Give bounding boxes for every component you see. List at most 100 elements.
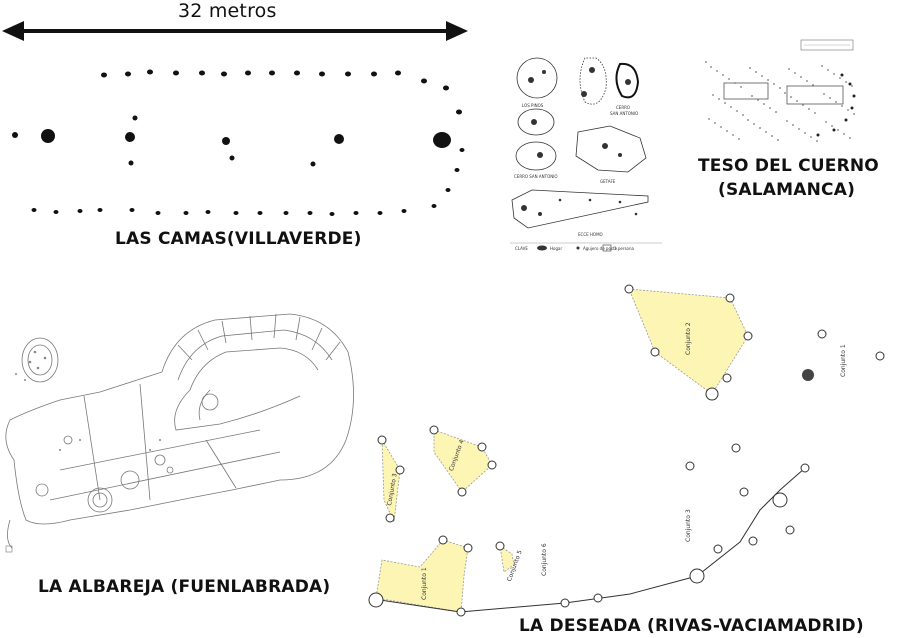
svg-text:Hogar: Hogar bbox=[550, 246, 562, 251]
post-hole bbox=[840, 73, 844, 77]
stone bbox=[825, 121, 827, 123]
post-hole bbox=[457, 487, 467, 497]
stone bbox=[763, 103, 765, 105]
stone bbox=[710, 66, 712, 68]
conjunto-4-area bbox=[433, 429, 493, 493]
stone bbox=[714, 122, 716, 124]
stone bbox=[816, 140, 818, 142]
post-hole bbox=[377, 211, 383, 215]
post-hole bbox=[129, 208, 135, 212]
stone bbox=[777, 139, 779, 141]
post-hole bbox=[12, 132, 18, 138]
stone bbox=[788, 68, 790, 70]
post-hole bbox=[844, 118, 848, 122]
stone bbox=[720, 126, 722, 128]
hearth bbox=[802, 369, 814, 381]
ecce-homo-plan: ECCE HOMO bbox=[511, 189, 649, 237]
stone bbox=[831, 125, 833, 127]
post-hole bbox=[593, 593, 603, 603]
post-hole bbox=[705, 387, 719, 401]
stone bbox=[724, 102, 726, 104]
post-hole bbox=[685, 461, 695, 471]
post-hole bbox=[125, 132, 135, 142]
stone bbox=[751, 95, 753, 97]
stone bbox=[843, 133, 845, 135]
svg-text:LOS PINOS: LOS PINOS bbox=[522, 103, 544, 108]
stone bbox=[849, 137, 851, 139]
post-hole bbox=[816, 133, 820, 137]
post-hole bbox=[173, 70, 179, 76]
stone bbox=[802, 104, 804, 106]
post-hole bbox=[731, 443, 741, 453]
post-hole bbox=[454, 168, 460, 172]
stone bbox=[804, 132, 806, 134]
stone bbox=[712, 94, 714, 96]
post-hole bbox=[875, 351, 885, 361]
post-hole bbox=[743, 331, 753, 341]
stone bbox=[759, 127, 761, 129]
svg-text:Agujero de poste: Agujero de poste bbox=[583, 246, 618, 251]
stone bbox=[722, 74, 724, 76]
post-hole bbox=[495, 541, 505, 551]
getafe-plan: GETAFE bbox=[575, 125, 647, 184]
post-hole bbox=[456, 607, 466, 617]
post-hole bbox=[257, 211, 263, 215]
small-oval-plan bbox=[517, 108, 555, 136]
post-hole bbox=[183, 211, 189, 215]
post-hole bbox=[725, 293, 735, 303]
post-hole bbox=[371, 71, 377, 77]
post-hole bbox=[385, 513, 395, 523]
post-hole bbox=[438, 535, 448, 545]
post-hole bbox=[443, 85, 449, 91]
albareja-label: LA ALBAREJA (FUENLABRADA) bbox=[38, 577, 331, 597]
stone bbox=[753, 123, 755, 125]
stone bbox=[796, 100, 798, 102]
post-hole bbox=[401, 209, 407, 213]
svg-text:1 persona: 1 persona bbox=[614, 246, 635, 251]
stone bbox=[808, 108, 810, 110]
stone bbox=[845, 81, 847, 83]
stone bbox=[708, 118, 710, 120]
post-hole bbox=[53, 210, 59, 214]
post-hole bbox=[205, 210, 211, 214]
svg-text:ECCE HOMO: ECCE HOMO bbox=[578, 232, 603, 237]
stone bbox=[786, 120, 788, 122]
stone bbox=[747, 119, 749, 121]
post-hole bbox=[319, 71, 325, 77]
post-hole bbox=[713, 544, 723, 554]
stone bbox=[775, 111, 777, 113]
stone bbox=[835, 101, 837, 103]
post-hole bbox=[101, 72, 107, 78]
post-hole bbox=[739, 487, 749, 497]
stone bbox=[769, 107, 771, 109]
post-hole bbox=[395, 70, 401, 76]
stone bbox=[800, 76, 802, 78]
post-hole bbox=[233, 211, 239, 215]
stone bbox=[730, 106, 732, 108]
stone bbox=[792, 124, 794, 126]
post-hole bbox=[125, 71, 131, 77]
post-hole bbox=[155, 211, 161, 215]
stone bbox=[773, 83, 775, 85]
hearth bbox=[41, 129, 55, 143]
post-hole bbox=[560, 598, 570, 608]
post-hole bbox=[345, 71, 351, 77]
post-hole bbox=[487, 460, 497, 470]
scale-label: 32 metros bbox=[178, 0, 277, 22]
post-hole bbox=[850, 106, 854, 110]
svg-text:SAN ANTONIO: SAN ANTONIO bbox=[610, 111, 638, 116]
post-hole bbox=[222, 137, 230, 145]
hearth bbox=[433, 132, 451, 148]
teso-region-label: (SALAMANCA) bbox=[718, 180, 856, 200]
stone bbox=[728, 78, 730, 80]
post-hole bbox=[97, 208, 103, 212]
stone bbox=[726, 130, 728, 132]
post-hole bbox=[307, 211, 313, 215]
stone bbox=[839, 77, 841, 79]
post-hole bbox=[377, 435, 387, 445]
post-hole bbox=[229, 155, 235, 161]
post-hole bbox=[722, 373, 732, 383]
post-hole bbox=[294, 70, 300, 76]
stone bbox=[738, 138, 740, 140]
